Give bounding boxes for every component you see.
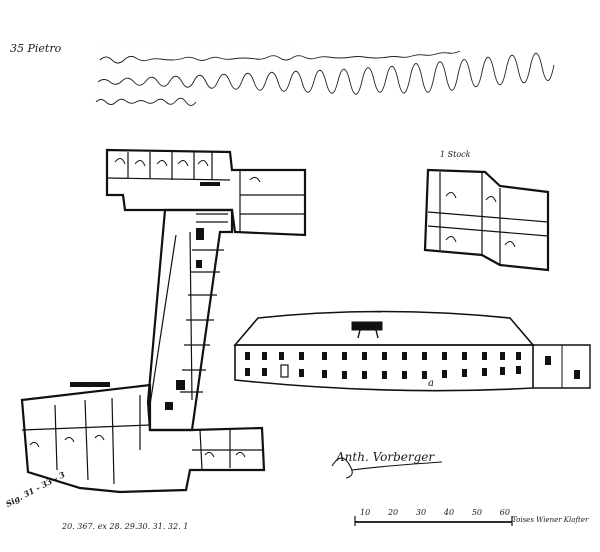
floor-caption: 1 Stock — [440, 150, 471, 159]
building-elevation — [233, 310, 591, 392]
sheet-number: 35 Pietro — [10, 42, 62, 55]
scale-bar — [354, 516, 513, 526]
scale-ticks: 10 20 30 40 50 60 — [360, 508, 510, 517]
top-wing-outline — [105, 148, 307, 237]
roof-outline — [233, 310, 535, 346]
handwriting-strokes — [95, 50, 555, 106]
signature: Anth. Vorberger — [336, 450, 435, 464]
scale-tick: 10 — [360, 508, 371, 517]
ground-floor-plan — [20, 148, 307, 494]
heading-line-1: Plan der im zwischenstock lebende wegebr… — [96, 42, 291, 51]
scale-tick: 40 — [443, 508, 455, 517]
bottom-wing-outline — [20, 383, 266, 494]
heading-line-2: Bei den in eingebauten ausgangen nach de… — [96, 66, 331, 75]
upper-floor-plan — [423, 168, 550, 272]
scale-tick: 50 — [471, 508, 482, 517]
upper-floor-outline — [423, 168, 550, 272]
scale-unit: Toises Wiener Klafter — [512, 516, 589, 524]
signature-flourish — [331, 457, 443, 479]
scale-tick: 30 — [415, 508, 427, 517]
facade-outline — [234, 344, 534, 392]
scale-tick: 20 — [387, 508, 399, 517]
heading-line-3: a b c d e f g h i k l m n o p — [96, 88, 202, 97]
bottom-note: 20. 367. ex 28. 29.30. 31. 32. 1 — [62, 522, 189, 531]
vertical-wing-outline — [146, 208, 234, 432]
elevation-label: a — [428, 378, 434, 389]
scale-tick: 60 — [499, 508, 510, 517]
